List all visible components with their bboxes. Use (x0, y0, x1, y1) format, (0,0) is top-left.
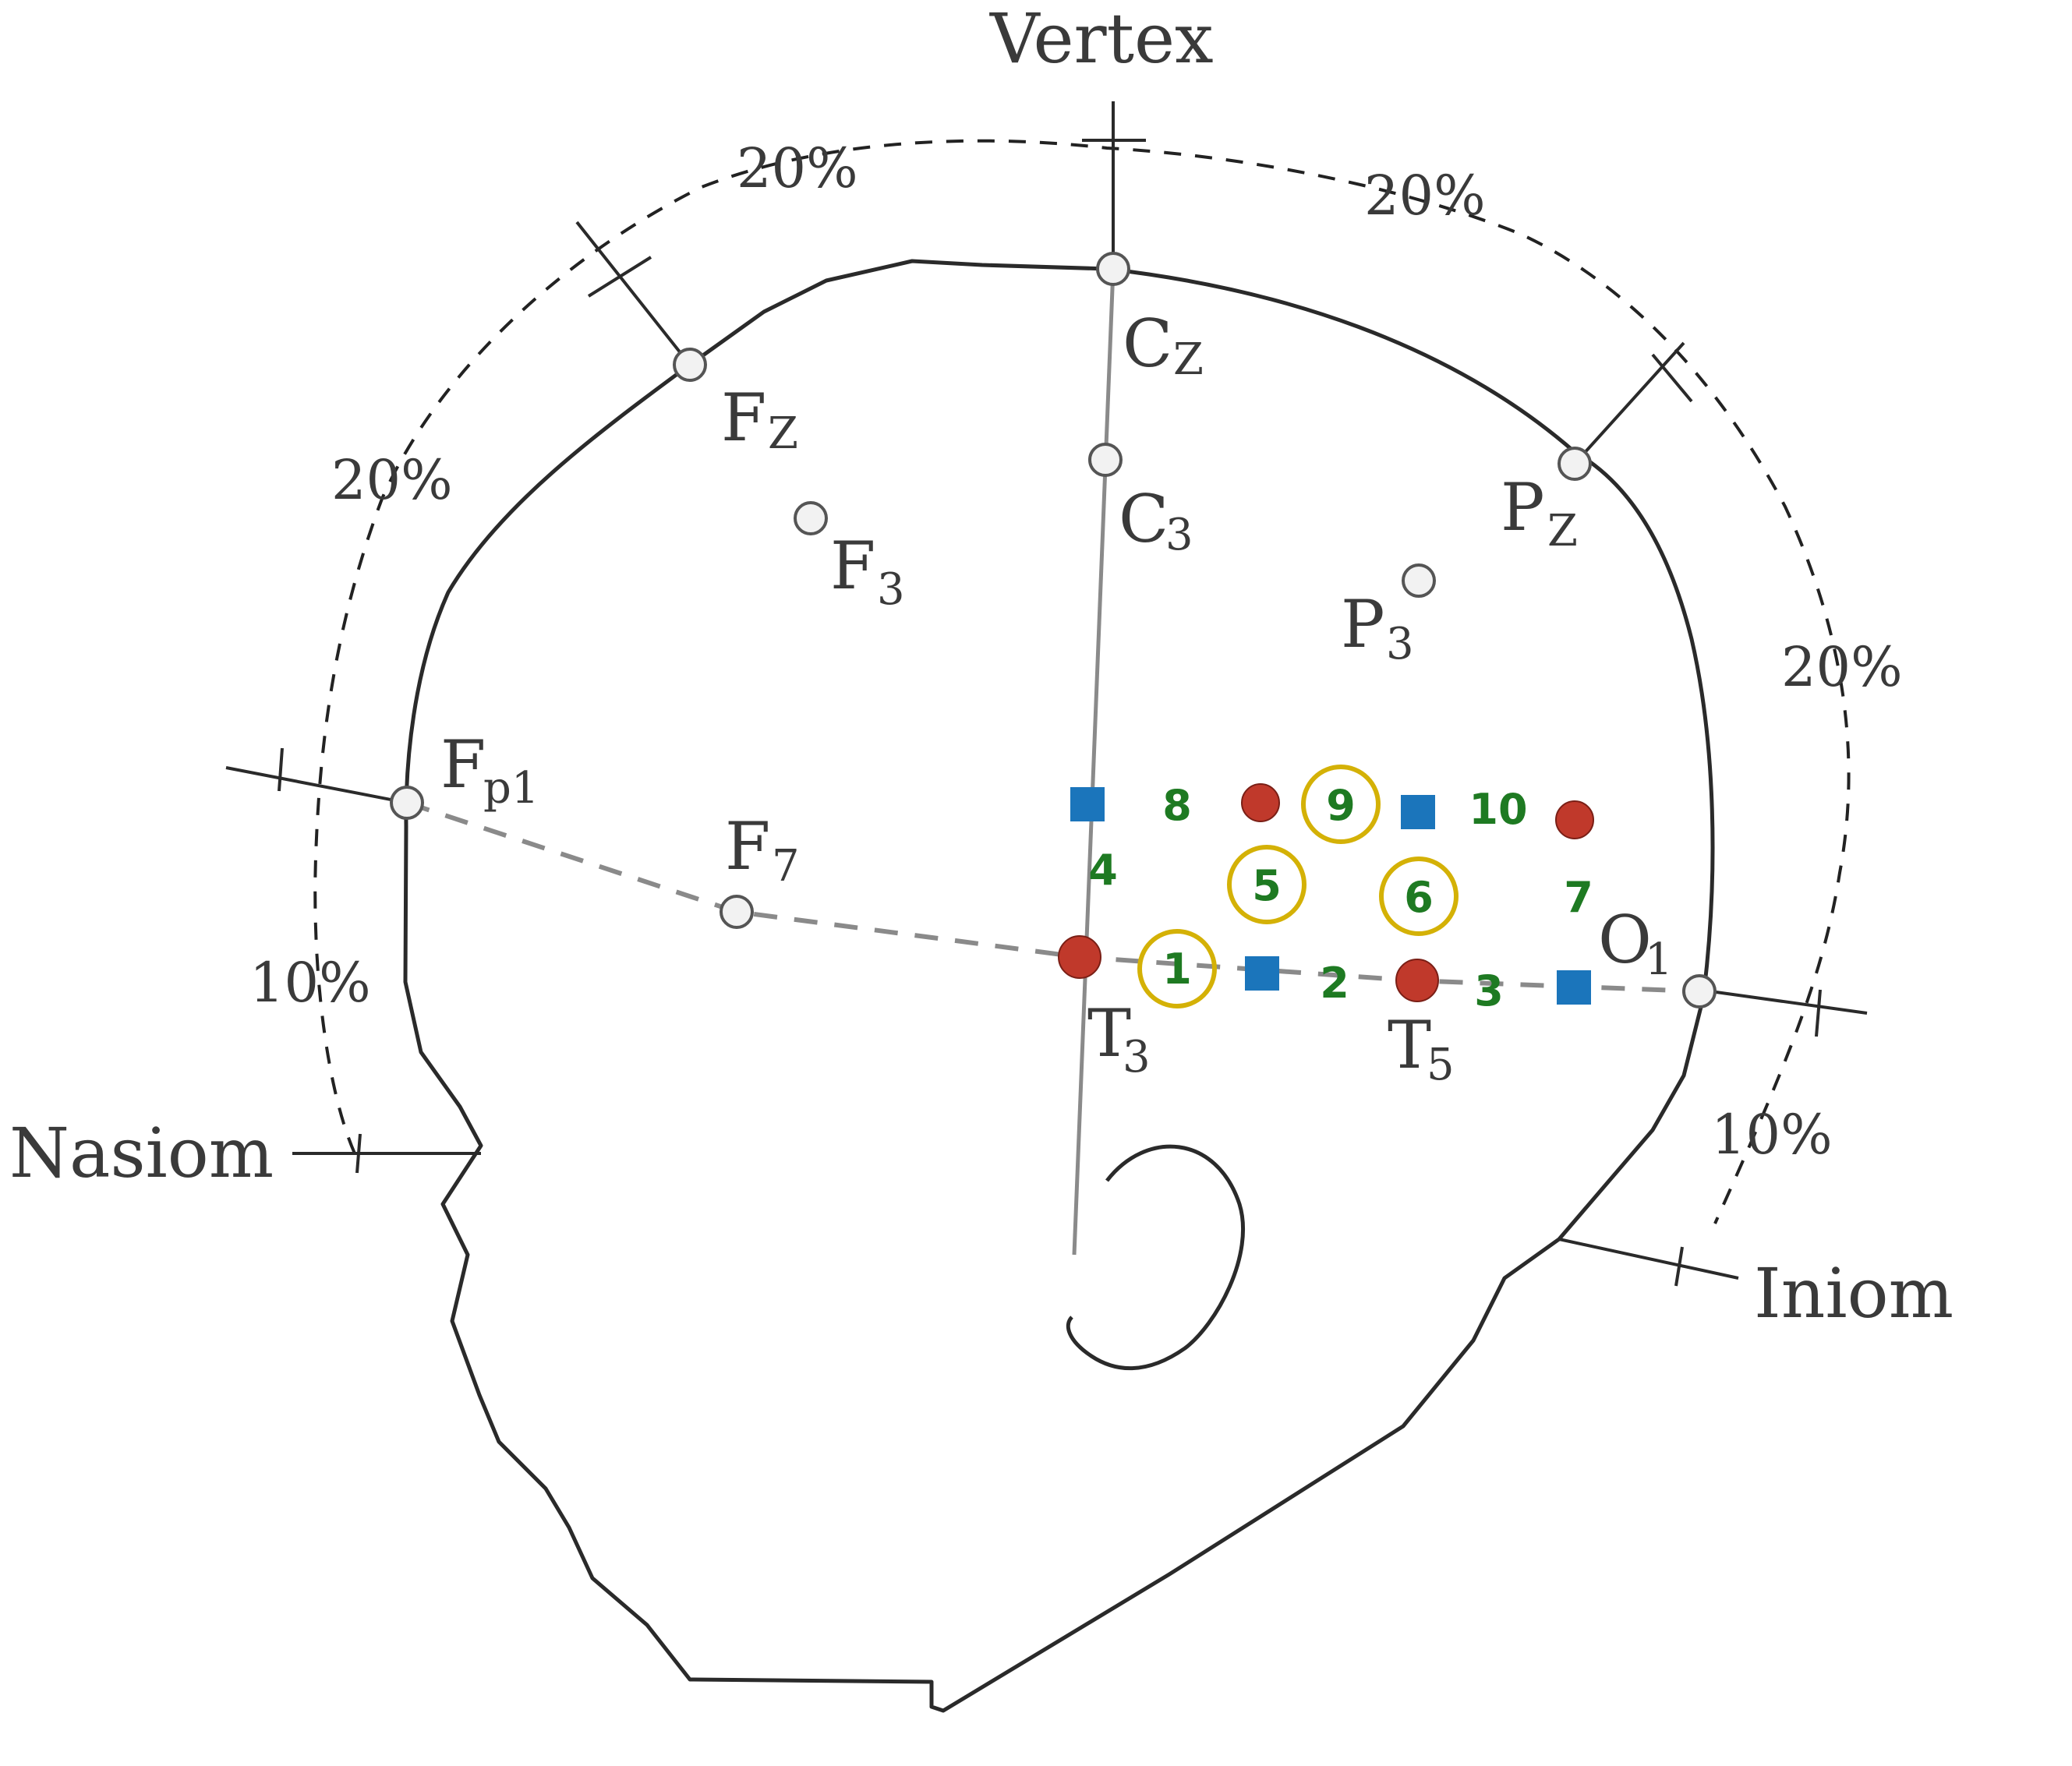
svg-text:3: 3 (1386, 619, 1414, 669)
pct-10-back-label: 10% (1711, 1103, 1833, 1167)
vertex-label: Vertex (989, 0, 1214, 79)
electrode-label-t3: T 3 (1087, 995, 1151, 1083)
svg-text:F: F (440, 726, 486, 803)
svg-text:F: F (830, 528, 875, 604)
electrode-label-p3: P 3 (1341, 586, 1414, 669)
fp1-tick (225, 766, 408, 804)
source-group (1070, 787, 1591, 1005)
svg-text:Z: Z (1547, 506, 1578, 556)
nasion-cross (355, 1133, 362, 1174)
channel-1: 1 (1162, 945, 1192, 994)
svg-text:C: C (1119, 481, 1169, 557)
channel-3: 3 (1474, 966, 1504, 1015)
o1-cross (1815, 989, 1822, 1037)
electrode-label-t5: T 5 (1388, 1007, 1455, 1090)
inion-cross (1674, 1246, 1684, 1287)
ear-outline (1066, 1144, 1245, 1371)
electrode-label-fz: F Z (721, 380, 798, 459)
svg-text:3: 3 (1165, 510, 1193, 560)
channel-10: 10 (1469, 785, 1527, 834)
svg-text:1: 1 (1645, 934, 1673, 985)
o1-point (1682, 974, 1717, 1008)
fz-tick (575, 221, 691, 366)
svg-text:p1: p1 (483, 763, 539, 814)
source-lower-left (1245, 956, 1279, 991)
detector-t5 (1395, 959, 1439, 1002)
svg-text:7: 7 (772, 841, 800, 892)
svg-text:3: 3 (1123, 1032, 1151, 1083)
electrode-label-f3: F 3 (830, 528, 905, 615)
c3-point (1088, 443, 1123, 477)
pz-tick (1573, 341, 1685, 465)
pct-20-back-top-label: 20% (1364, 164, 1486, 228)
nasion-label: Nasiom (9, 1113, 274, 1193)
pz-cross (1651, 353, 1693, 403)
channel-2: 2 (1320, 959, 1349, 1008)
svg-text:T: T (1388, 1007, 1431, 1083)
inion-tick (1558, 1238, 1739, 1280)
central-line (1072, 268, 1116, 1256)
channel-ring-6 (1379, 857, 1459, 936)
head-outline (403, 259, 1715, 1713)
channel-9: 9 (1326, 781, 1356, 830)
measurement-arc (313, 139, 1851, 1224)
inion-label: Iniom (1754, 1253, 1954, 1333)
channel-ring-1 (1137, 929, 1217, 1008)
channel-6: 6 (1404, 873, 1434, 922)
p3-point (1402, 563, 1436, 598)
detector-group (1058, 783, 1594, 1002)
f7-point (720, 895, 754, 929)
svg-text:3: 3 (877, 564, 905, 615)
electrode-label-f7: F 7 (725, 808, 800, 892)
svg-text:Z: Z (1173, 334, 1204, 385)
svg-text:F: F (725, 808, 770, 885)
fp1-cross (278, 747, 284, 792)
channel-5: 5 (1252, 861, 1282, 910)
svg-text:F: F (721, 380, 766, 456)
svg-text:C: C (1123, 306, 1172, 382)
svg-text:Z: Z (768, 408, 798, 459)
svg-text:P: P (1501, 469, 1545, 546)
detector-upper-2 (1555, 800, 1594, 839)
detector-t3 (1058, 935, 1101, 979)
source-upper-left (1070, 787, 1105, 821)
pct-10-front-label: 10% (249, 951, 371, 1015)
electrode-label-fp1: F p1 (440, 726, 539, 814)
channel-7: 7 (1564, 873, 1593, 922)
electrode-label-o1: O 1 (1598, 902, 1673, 985)
cz-point (1096, 252, 1130, 286)
svg-text:5: 5 (1427, 1040, 1455, 1090)
electrode-label-pz: P Z (1501, 469, 1578, 556)
svg-text:P: P (1341, 586, 1385, 662)
pz-point (1558, 447, 1592, 481)
fz-cross (587, 256, 652, 298)
source-lower-right (1557, 970, 1591, 1005)
fz-point (673, 348, 707, 382)
channel-8: 8 (1162, 781, 1192, 830)
svg-text:T: T (1087, 995, 1131, 1072)
channel-4: 4 (1088, 846, 1118, 895)
electrode-label-c3: C 3 (1119, 481, 1193, 560)
detector-upper-1 (1241, 783, 1280, 822)
channel-ring-group (1137, 765, 1459, 1008)
channel-ring-9 (1301, 765, 1381, 844)
svg-text:O: O (1598, 902, 1652, 978)
o1-tick (1699, 988, 1868, 1015)
f3-point (794, 501, 828, 535)
pct-20-back-label: 20% (1781, 635, 1903, 699)
channel-ring-5 (1227, 845, 1306, 924)
source-upper-mid (1401, 795, 1435, 829)
channel-number-group: 1 2 3 4 5 6 7 8 9 10 (1088, 781, 1593, 1015)
electrode-label-cz: C Z (1123, 306, 1204, 385)
pct-20-front-top-label: 20% (737, 136, 858, 200)
fp1-point (390, 786, 424, 820)
pct-20-front-label: 20% (331, 448, 453, 512)
